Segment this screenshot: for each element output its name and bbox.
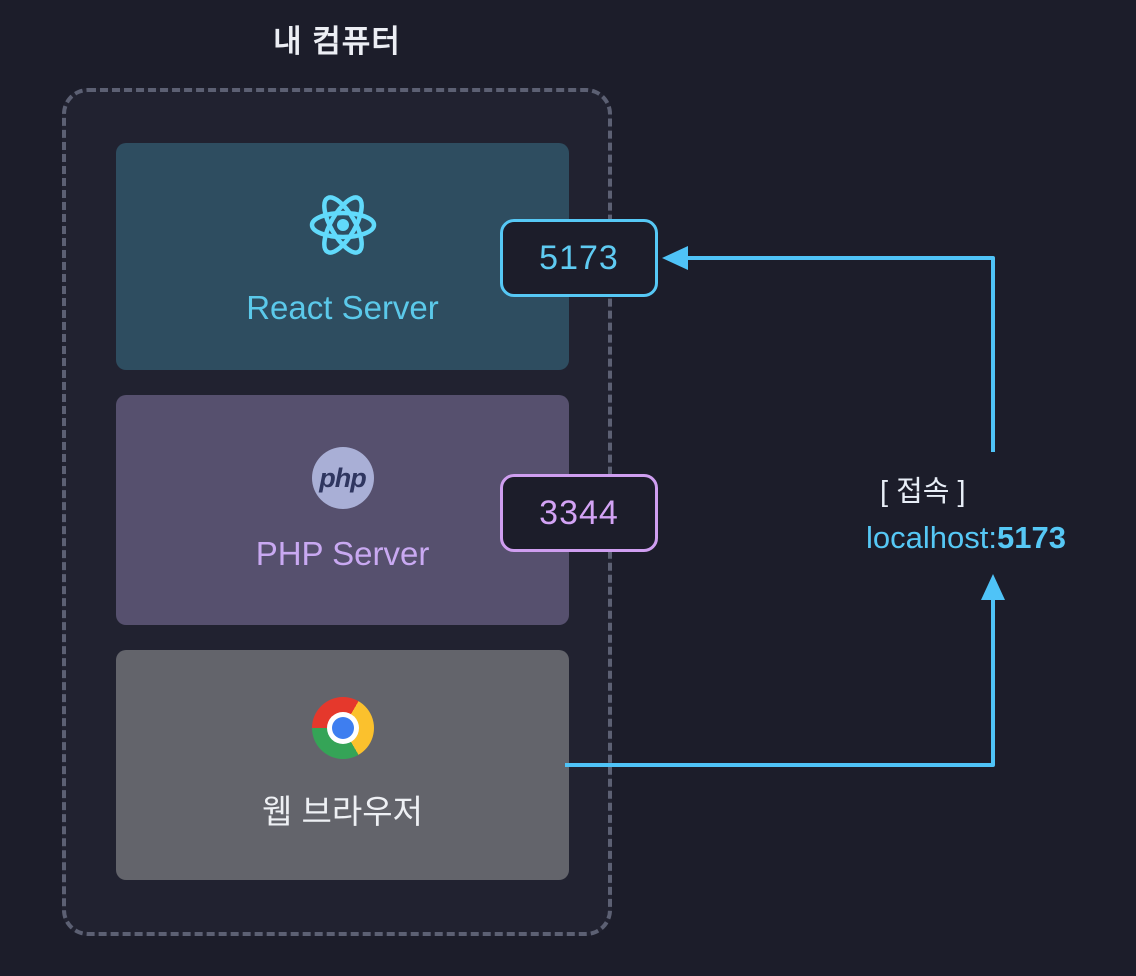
chrome-logo-icon	[311, 697, 374, 759]
port-badge-3344: 3344	[500, 474, 658, 552]
connection-annotation: [ 접속 ] localhost:5173	[866, 468, 1066, 556]
php-server-node: php PHP Server	[116, 395, 569, 625]
react-server-label: React Server	[246, 288, 439, 326]
chrome-logo-blue-core	[331, 717, 354, 739]
react-port-number: 5173	[539, 238, 619, 277]
annotation-to-port-line	[688, 256, 995, 452]
port-arrowhead-left	[662, 246, 688, 270]
web-browser-label: 웹 브라우저	[262, 793, 423, 830]
php-port-number: 3344	[539, 493, 619, 532]
php-server-label: PHP Server	[255, 535, 430, 572]
react-server-node: React Server	[116, 143, 569, 370]
browser-to-annotation-line	[565, 600, 995, 767]
php-logo-text: php	[319, 462, 366, 493]
php-logo-icon: php	[311, 447, 374, 509]
localhost-prefix: localhost:	[866, 520, 997, 555]
localhost-url: localhost:5173	[866, 520, 1066, 556]
react-logo-icon	[309, 194, 376, 255]
diagram-title: 내 컴퓨터	[273, 24, 401, 59]
web-browser-node: 웹 브라우저	[116, 650, 569, 880]
annotation-arrowhead-up	[981, 574, 1005, 600]
port-badge-5173: 5173	[500, 219, 658, 297]
connection-label: [ 접속 ]	[880, 476, 966, 508]
localhost-port: 5173	[996, 520, 1066, 555]
